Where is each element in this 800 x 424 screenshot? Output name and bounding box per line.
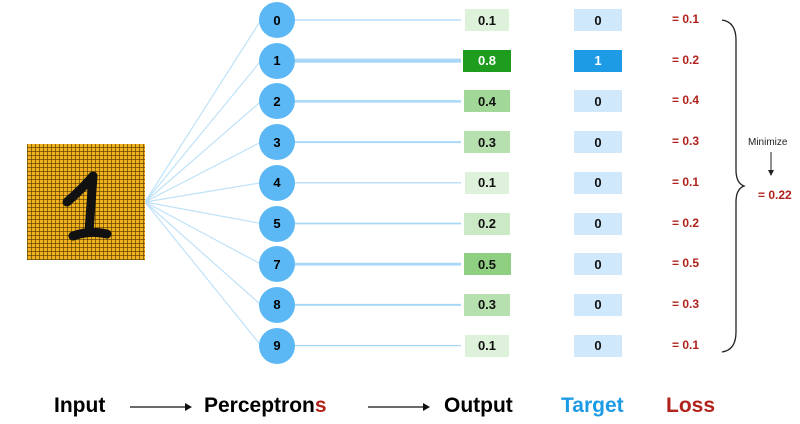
loss-value: = 0.1 bbox=[672, 12, 700, 26]
label-target: Target bbox=[561, 394, 624, 417]
label-output: Output bbox=[444, 394, 513, 417]
perceptron-node: 9 bbox=[259, 327, 295, 364]
target-value: 0 bbox=[574, 293, 622, 316]
input-connection-line bbox=[144, 19, 262, 203]
output-value: 0.5 bbox=[463, 253, 511, 276]
target-value: 0 bbox=[574, 334, 622, 357]
input-connection-line bbox=[144, 201, 262, 346]
loss-value: = 0.4 bbox=[672, 93, 700, 108]
perceptron-node: 0 bbox=[259, 2, 295, 38]
loss-value: = 0.5 bbox=[672, 256, 700, 271]
output-value: 0.8 bbox=[462, 49, 512, 72]
input-connection-line bbox=[144, 182, 262, 203]
minimize-label: Minimize bbox=[748, 137, 788, 148]
input-connection-line bbox=[144, 141, 262, 203]
output-value: 0.1 bbox=[464, 9, 510, 31]
input-connection-line bbox=[144, 60, 262, 203]
perceptron-node: 5 bbox=[259, 205, 295, 242]
perceptron-node: 1 bbox=[259, 42, 295, 79]
output-value: 0.3 bbox=[464, 293, 510, 316]
perceptron-node: 2 bbox=[259, 83, 295, 120]
target-value: 0 bbox=[574, 253, 622, 276]
target-value: 0 bbox=[574, 212, 622, 235]
label-perceptrons: Perceptrons bbox=[204, 394, 327, 417]
perceptron-node: 7 bbox=[259, 246, 295, 283]
target-value: 0 bbox=[574, 171, 622, 194]
input-digit-image bbox=[27, 144, 145, 260]
loss-value: = 0.2 bbox=[672, 52, 700, 67]
total-loss: = 0.22 bbox=[758, 188, 792, 202]
input-connection-line bbox=[144, 100, 262, 203]
output-value: 0.4 bbox=[463, 90, 511, 113]
handwritten-digit bbox=[62, 171, 112, 241]
input-connection-line bbox=[144, 201, 262, 225]
input-connection-line bbox=[144, 201, 262, 265]
label-input: Input bbox=[54, 394, 106, 417]
loss-value: = 0.1 bbox=[672, 174, 700, 189]
perceptron-node: 4 bbox=[259, 164, 295, 201]
perceptron-node: 3 bbox=[259, 124, 295, 161]
loss-value: = 0.1 bbox=[672, 337, 700, 352]
output-value: 0.3 bbox=[464, 131, 510, 154]
label-loss: Loss bbox=[666, 394, 716, 417]
input-connection-line bbox=[144, 201, 262, 306]
loss-value: = 0.3 bbox=[672, 134, 700, 149]
output-value: 0.1 bbox=[464, 334, 510, 357]
output-value: 0.2 bbox=[464, 212, 510, 235]
target-value: 1 bbox=[574, 49, 622, 72]
output-value: 0.1 bbox=[464, 171, 510, 194]
target-value: 0 bbox=[574, 9, 622, 31]
perceptron-node: 8 bbox=[259, 286, 295, 323]
loss-value: = 0.3 bbox=[672, 296, 700, 311]
target-value: 0 bbox=[574, 131, 622, 154]
target-value: 0 bbox=[574, 90, 622, 113]
loss-value: = 0.2 bbox=[672, 215, 700, 230]
